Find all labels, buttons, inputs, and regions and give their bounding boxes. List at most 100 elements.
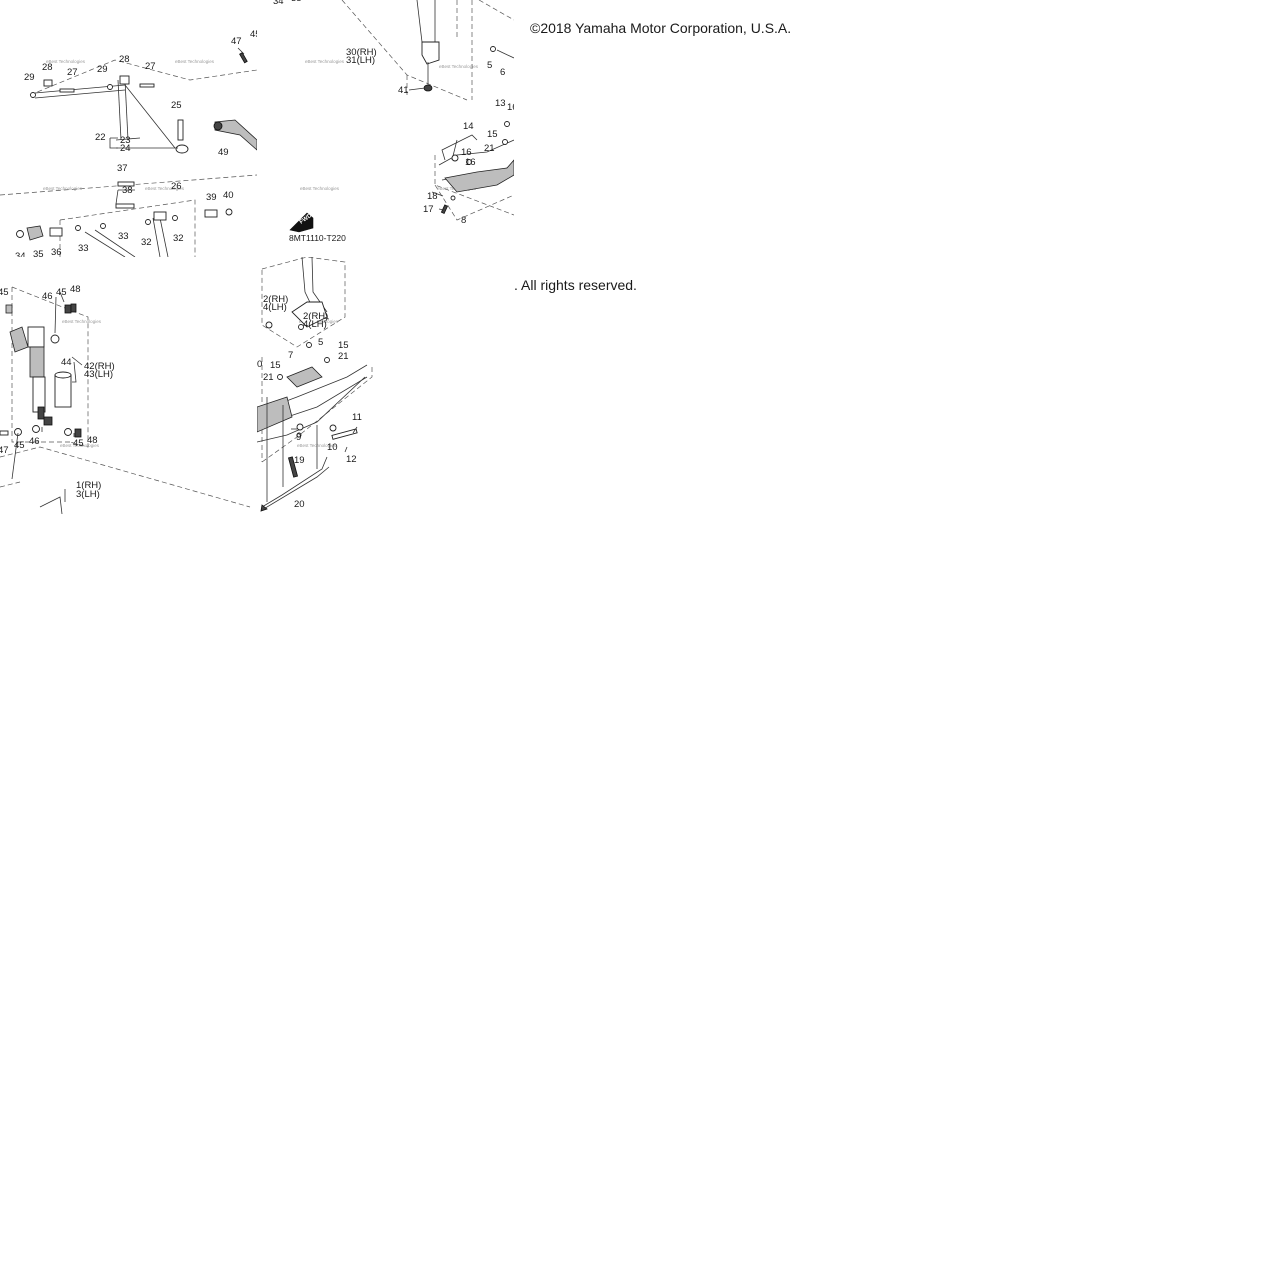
callout: 16 — [507, 102, 514, 113]
callout: 33 — [118, 231, 129, 242]
callout: 24 — [120, 143, 131, 154]
callout: 16 — [461, 147, 472, 158]
copyright-text: ©2018 Yamaha Motor Corporation, U.S.A. — [530, 20, 792, 36]
callout: 45 — [250, 29, 257, 40]
watermark: eBest Technologies — [62, 319, 102, 324]
callout: 40 — [223, 190, 234, 201]
callout: 13 — [495, 98, 506, 109]
callout: 14 — [463, 121, 474, 132]
callout: 45 — [56, 287, 67, 298]
watermark: eBest Technologies — [175, 59, 215, 64]
callout: 18 — [427, 191, 438, 202]
callout: 48 — [87, 435, 98, 446]
callout: 11 — [352, 412, 362, 423]
diagram-tile-top-right: eBest Technologies eBest Technologies eB… — [257, 0, 514, 257]
watermark: eBest Technologies — [439, 64, 479, 69]
callout: 35 — [33, 249, 44, 257]
watermark: eBest Technologies — [43, 186, 83, 191]
watermark: eBest Technologies — [145, 186, 185, 191]
watermark: eBest Technologies — [60, 443, 100, 448]
shock-absorber — [0, 303, 82, 514]
spindle-ski-diagram: eBest Technologies eBest Technologies eB… — [273, 0, 514, 243]
callout: 46 — [42, 291, 53, 302]
tie-rod-end — [213, 52, 257, 151]
ski — [438, 46, 514, 215]
callout: 36 — [51, 247, 62, 257]
callout: 25 — [171, 100, 182, 111]
callout: 3(LH) — [76, 489, 100, 500]
callout: 23 — [120, 135, 131, 146]
forward-direction-arrow: FWD — [289, 213, 314, 233]
callout: 33 — [78, 243, 89, 254]
diagram-tile-bottom-left: eBest Technologies eBest Technologies — [0, 257, 257, 514]
figure-code: 8MT1110-T220 — [289, 233, 346, 243]
callout: 45 — [0, 287, 9, 298]
ski-body — [257, 357, 368, 512]
upper-a-arm — [30, 75, 189, 154]
callout: 30(RH) — [346, 47, 377, 58]
callout: 15 — [487, 129, 498, 140]
watermark: eBest Technologies — [46, 59, 86, 64]
callout: 21 — [338, 351, 349, 362]
watermark: eBest Technologies — [305, 59, 345, 64]
callout: 1(RH) — [76, 480, 101, 491]
callout: 26 — [171, 181, 182, 192]
callout: 15 — [270, 360, 281, 371]
callout: 0 — [257, 359, 262, 370]
callout: 12 — [346, 454, 357, 465]
shock-absorber-diagram: eBest Technologies eBest Technologies — [0, 284, 251, 514]
watermark: eBest Technologies — [300, 186, 340, 191]
callout: 47 — [231, 36, 242, 47]
diagram-tile-bottom-right: eBest Technologies eBest Technologies — [257, 257, 514, 514]
callout: 4(LH) — [303, 319, 327, 330]
callout: 22 — [95, 132, 106, 143]
callout: 21 — [263, 372, 274, 383]
callout: 29 — [97, 64, 108, 75]
callout: 8 — [461, 215, 466, 226]
callout: 41 — [398, 85, 409, 96]
callout: 27 — [145, 61, 156, 72]
callout: 17 — [423, 204, 434, 215]
spindle — [416, 0, 440, 92]
suspension-arm-diagram: eBest Technologies eBest Technologies eB… — [0, 29, 257, 257]
callout: 7 — [288, 350, 293, 361]
ski-assembly-diagram: eBest Technologies eBest Technologies — [257, 257, 373, 512]
spindle-upper — [265, 257, 330, 348]
diagram-tile-top-left: eBest Technologies eBest Technologies eB… — [0, 0, 257, 257]
callout: 10 — [327, 442, 338, 453]
rights-text: . All rights reserved. — [514, 277, 637, 293]
callout: 37 — [117, 163, 128, 174]
callout: 45 — [73, 438, 84, 449]
callout: 34 — [273, 0, 284, 7]
callout: 46 — [29, 436, 40, 447]
callout: 42(RH) — [84, 361, 115, 372]
callout: 32 — [141, 237, 152, 248]
callout: 39 — [206, 192, 217, 203]
callout: 4(LH) — [263, 302, 287, 313]
callout: 16 — [465, 157, 476, 168]
callout: 2(RH) — [303, 311, 328, 322]
callout: 27 — [67, 67, 78, 78]
callout: 28 — [42, 62, 53, 73]
callout: 43(LH) — [84, 369, 113, 380]
callout: 34 — [15, 251, 26, 257]
callout: 38 — [122, 185, 133, 196]
callout: 31(LH) — [346, 55, 375, 66]
callout: 15 — [338, 340, 349, 351]
callout: 20 — [294, 499, 305, 510]
callout: 35 — [291, 0, 302, 4]
callout: 45 — [14, 440, 25, 451]
callout: 2(RH) — [263, 294, 288, 305]
callout: 47 — [0, 445, 9, 456]
callout: 19 — [294, 455, 305, 466]
callout: 48 — [70, 284, 81, 295]
callout: 44 — [61, 357, 72, 368]
callout: 29 — [24, 72, 35, 83]
callout: 49 — [218, 147, 229, 158]
callout: 32 — [173, 233, 184, 244]
callout: 21 — [484, 143, 495, 154]
callout: 6 — [500, 67, 505, 78]
lower-a-arm — [16, 181, 233, 257]
callout: 28 — [119, 54, 130, 65]
callout: 5 — [487, 60, 492, 71]
